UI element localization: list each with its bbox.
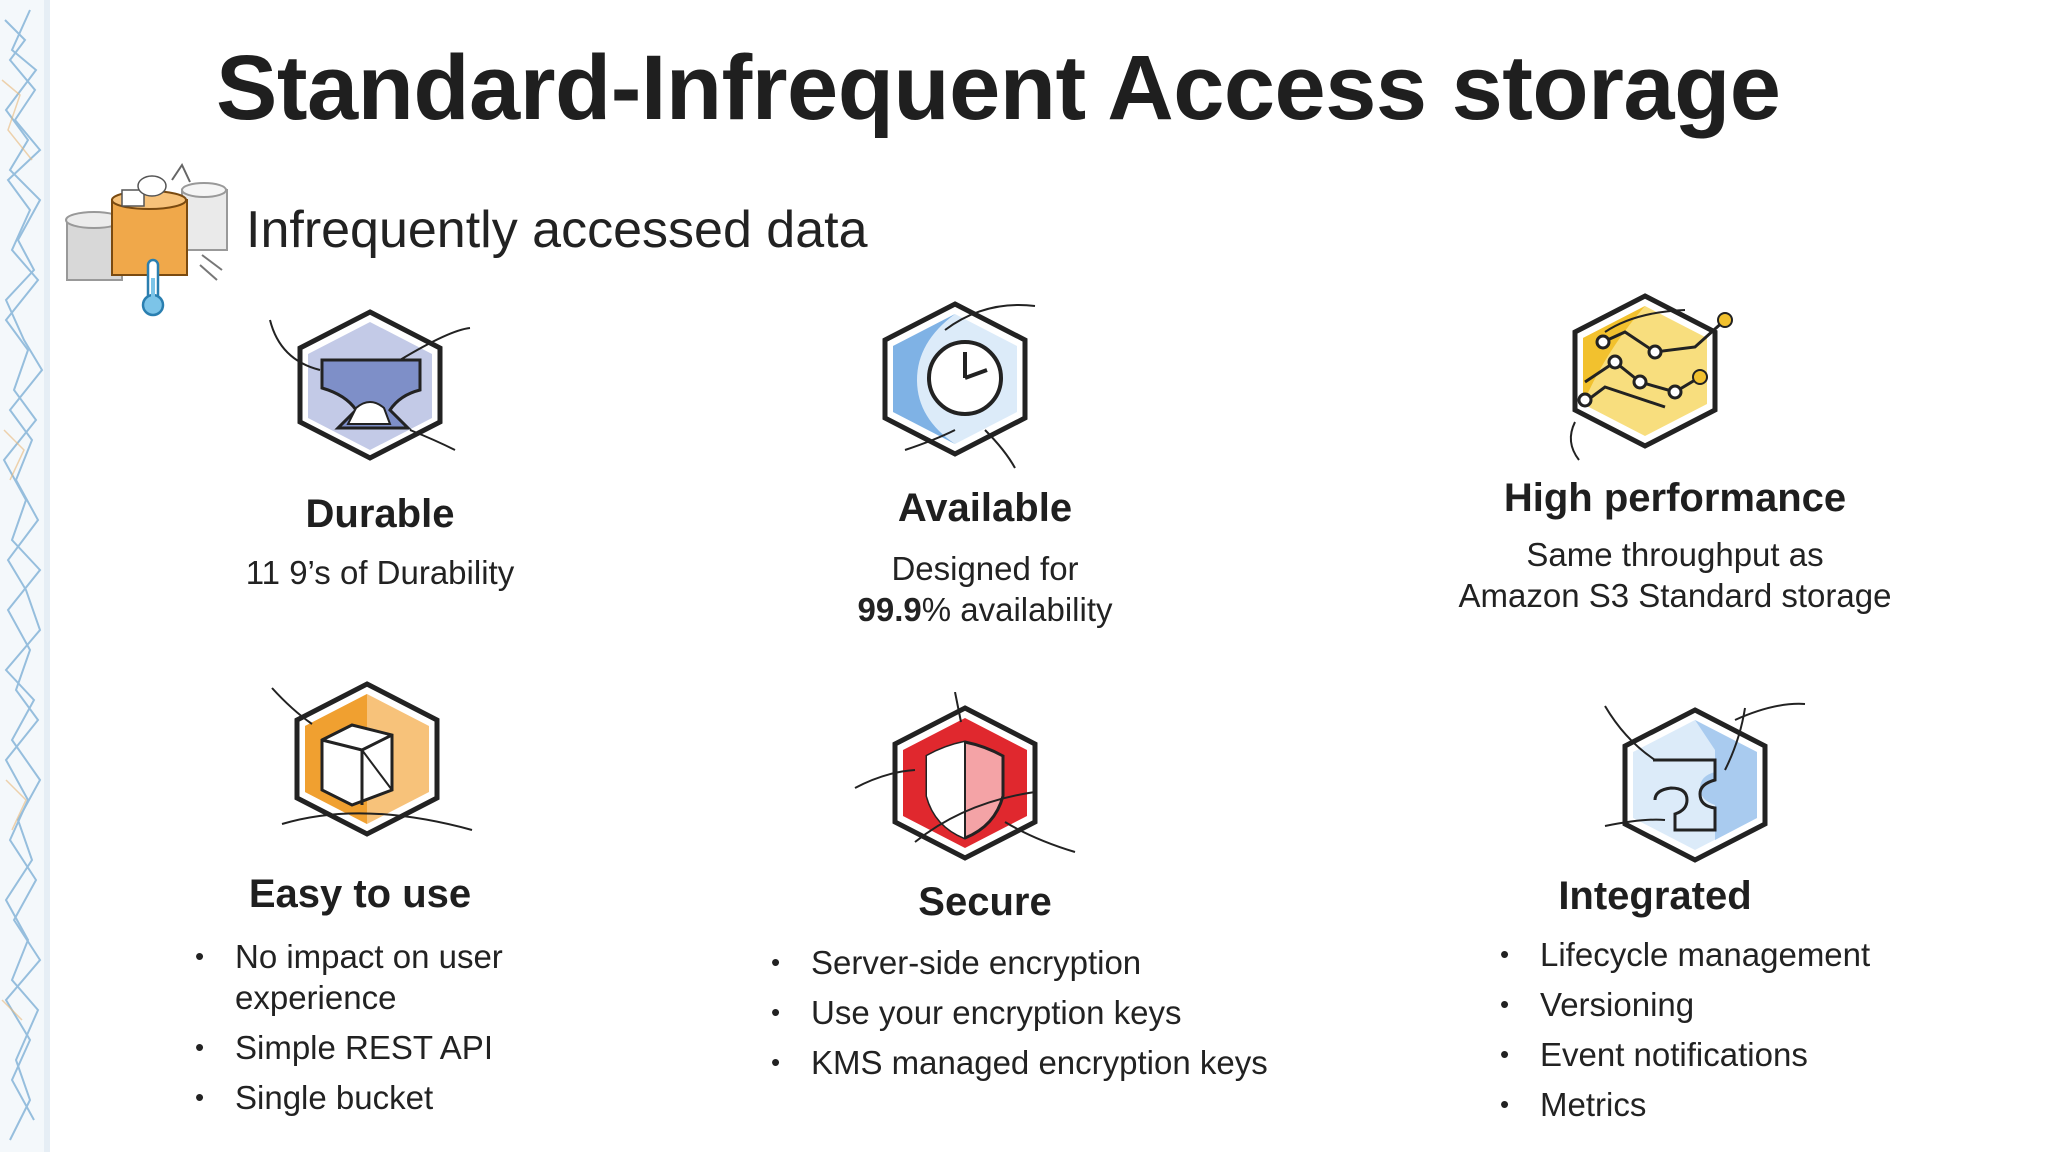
bullet: • [771, 1047, 781, 1077]
bullet-text: No impact on user [235, 938, 503, 975]
bullet-text: experience [235, 979, 397, 1016]
list-item: • Event notifications [1500, 1034, 1870, 1075]
shield-hexagon-icon [854, 692, 1076, 861]
puzzle-hexagon-icon [1604, 702, 1806, 863]
availability-value: 99.9 [857, 591, 922, 628]
list-item: • No impact on user experience [195, 936, 503, 1018]
bullet-text: Single bucket [235, 1079, 434, 1116]
bullet-text: Versioning [1540, 986, 1695, 1023]
circuit-decoration [0, 0, 50, 1152]
buckets-thermometer-icon [65, 162, 228, 317]
bullet: • [771, 947, 781, 977]
bullet: • [1500, 989, 1510, 1019]
feature-description: 11 9’s of Durability [245, 554, 515, 591]
feature-secure: Secure • Server-side encryption • Use your… [705, 692, 1268, 1132]
feature-description-line1: Same throughput as [1526, 536, 1824, 573]
feature-bullet-list: • Lifecycle management • Versioning • Event… [1500, 934, 1870, 1134]
bullet-text: Simple REST API [235, 1029, 493, 1066]
feature-description-line1: Designed for [891, 550, 1079, 587]
feature-description-line2: Amazon S3 Standard storage [1458, 577, 1892, 614]
bullet: • [1500, 1089, 1510, 1119]
feature-title: Available [897, 486, 1073, 530]
list-item: • Lifecycle management [1500, 934, 1870, 975]
bullet-text: Use your encryption keys [811, 994, 1182, 1031]
bullet-text: KMS managed encryption keys [811, 1044, 1268, 1081]
bullet-text: Metrics [1540, 1086, 1647, 1123]
clock-hexagon-icon [882, 301, 1036, 469]
bullet: • [1500, 1039, 1510, 1069]
bullet-text: Event notifications [1540, 1036, 1808, 1073]
feature-description-line2: 99.9% availability [705, 589, 1265, 630]
feature-title: Secure [918, 880, 1052, 924]
bullet: • [1500, 939, 1510, 969]
network-hexagon-icon [1569, 293, 1733, 461]
list-item: • Versioning [1500, 984, 1870, 1025]
feature-performance: High performance Same throughput as Amaz… [1395, 292, 1955, 632]
feature-title: Integrated [1558, 874, 1752, 918]
bullet: • [771, 997, 781, 1027]
feature-title: Easy to use [248, 872, 472, 916]
list-item: • Single bucket [195, 1077, 503, 1118]
list-item: • Server-side encryption [771, 942, 1268, 983]
list-item: • Use your encryption keys [771, 992, 1268, 1033]
feature-available: Available Designed for 99.9% availabilit… [705, 300, 1265, 640]
box-hexagon-icon [271, 681, 473, 837]
bullet: • [195, 1032, 205, 1062]
slide-subtitle: Infrequently accessed data [246, 201, 868, 259]
feature-durable: Durable 11 9’s of Durability [100, 300, 660, 620]
availability-suffix: % availability [921, 591, 1113, 628]
bullet-text: Lifecycle management [1540, 936, 1871, 973]
feature-integrated: Integrated • Lifecycle management • Versio… [1375, 700, 1935, 1140]
bullet-text: Server-side encryption [811, 944, 1142, 981]
bullet: • [195, 941, 205, 971]
feature-title: Durable [305, 492, 455, 536]
feature-bullet-list: • No impact on user experience • Simple RES… [195, 936, 503, 1127]
feature-bullet-list: • Server-side encryption • Use your encryp… [771, 942, 1268, 1092]
list-item: • Metrics [1500, 1084, 1870, 1125]
list-item: • Simple REST API [195, 1027, 503, 1068]
anvil-hexagon-icon [269, 309, 471, 461]
list-item: • KMS managed encryption keys [771, 1042, 1268, 1083]
bullet: • [195, 1082, 205, 1112]
feature-easy-to-use: Easy to use • No impact on user experience… [80, 680, 640, 1140]
slide-title: Standard-Infrequent Access storage [216, 37, 1781, 139]
feature-title: High performance [1503, 476, 1847, 520]
